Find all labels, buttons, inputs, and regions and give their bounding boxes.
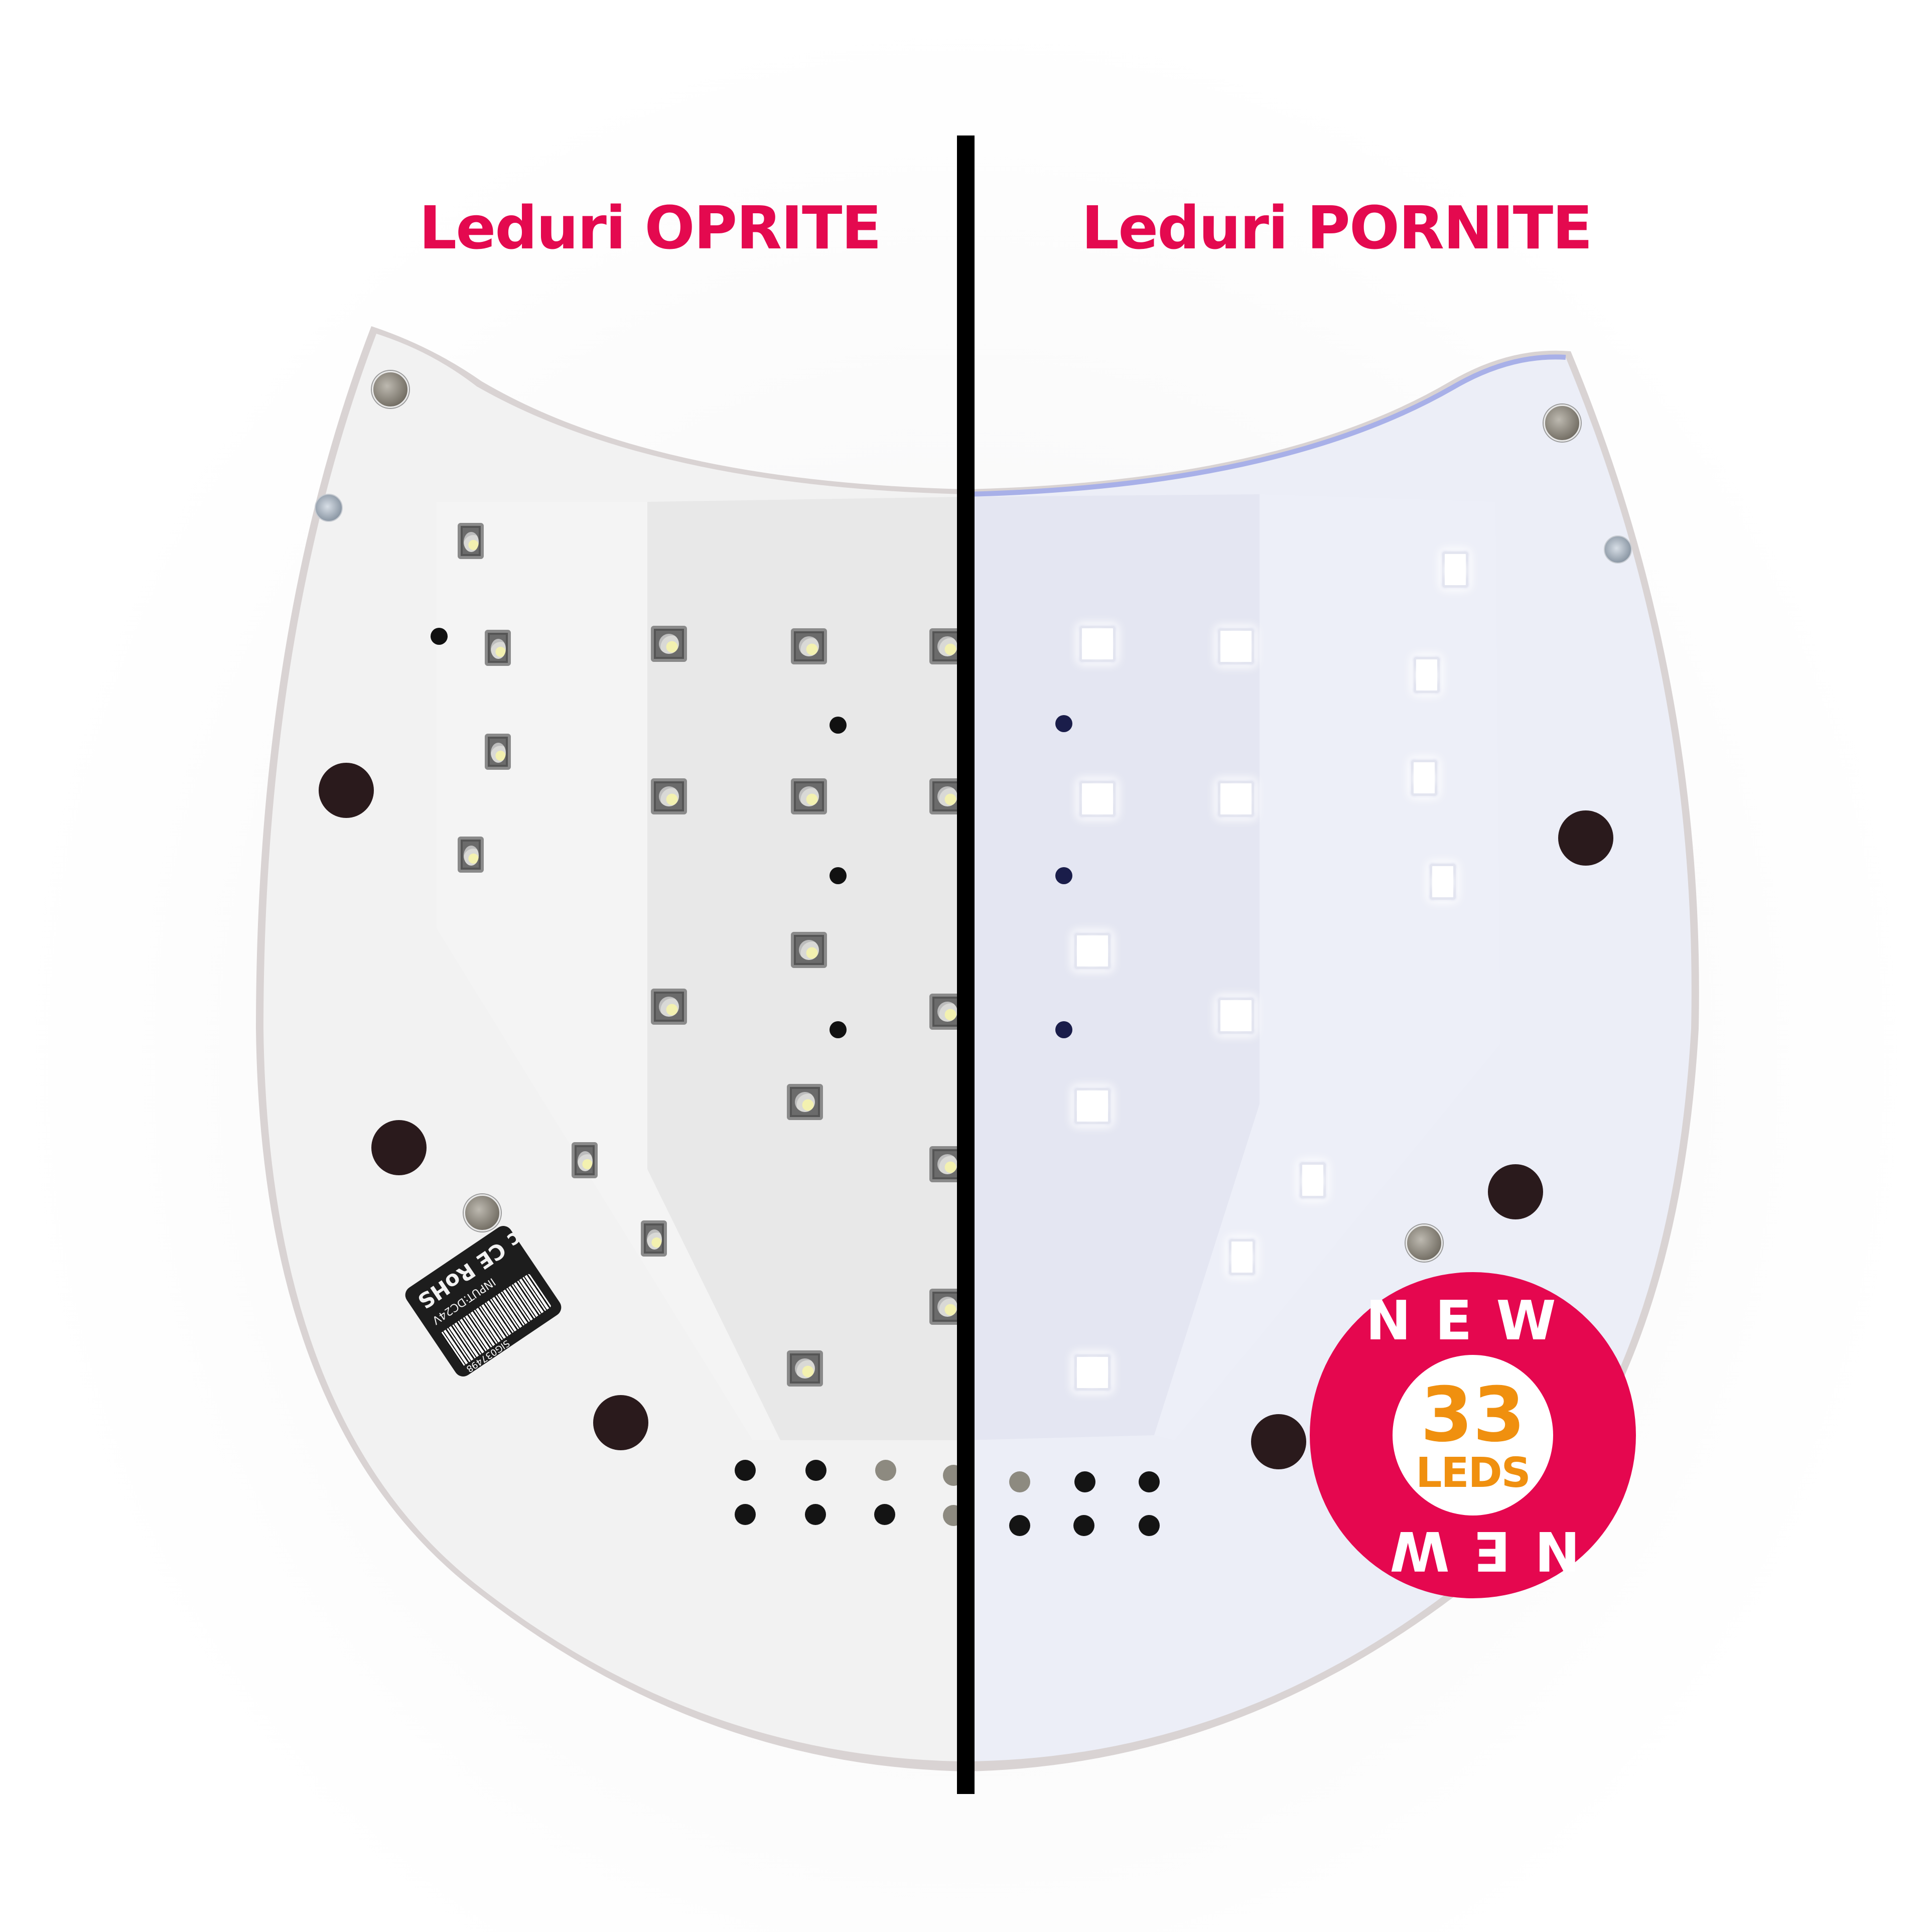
magnet-icon [372,371,409,408]
led-lit [1411,760,1437,796]
led-lit [1430,864,1456,900]
led-unlit [791,628,827,664]
magnet-icon [1544,404,1581,442]
led-unlit [651,626,687,662]
vent-hole [874,1504,895,1525]
vent-hole [735,1504,756,1525]
led-lit [1218,628,1254,664]
led-lit [1074,1354,1111,1391]
led-unlit [791,932,827,968]
mounting-hole [371,1120,427,1175]
led-lit [1074,933,1111,969]
led-unlit [791,778,827,814]
mounting-hole [319,763,374,818]
led-unlit [458,523,484,559]
led-unlit [787,1350,823,1387]
screw-icon [1604,535,1632,564]
led-unlit [572,1142,598,1178]
led-unlit [485,734,511,770]
vent-hole [1139,1471,1160,1492]
magnet-icon [464,1194,501,1231]
led-unlit [485,630,511,666]
vent-hole [1009,1515,1030,1536]
sensor-dot [1055,1021,1072,1038]
vent-hole [875,1460,896,1481]
badge-center: 33 LEDS [1393,1355,1553,1515]
mounting-hole [1558,810,1613,866]
mounting-hole [1488,1164,1543,1219]
led-unlit [641,1220,667,1257]
led-unlit [651,778,687,814]
vent-hole [1009,1471,1030,1492]
sensor-dot [830,867,847,884]
sensor-dot [431,628,448,645]
vent-hole [1139,1515,1160,1536]
badge-led-count: 33 [1420,1371,1526,1459]
sensor-dot [830,1021,847,1038]
new-33-leds-badge: NEW 33 LEDS NEW [1310,1272,1636,1598]
led-lit [1229,1239,1255,1275]
badge-ring-bottom-text: NEW [1365,1519,1580,1582]
title-leds-on: Leduri PORNITE [1081,193,1593,262]
vent-hole [1074,1471,1095,1492]
led-lit [1074,1088,1111,1124]
vent-hole [735,1460,756,1481]
led-lit [1218,781,1254,817]
mounting-hole [593,1395,648,1450]
mounting-hole [1251,1414,1306,1469]
sensor-dot [1055,867,1072,884]
title-leds-off: Leduri OPRITE [419,193,882,262]
led-lit [1079,626,1116,662]
led-lit [1079,781,1116,817]
split-divider [957,135,975,1794]
led-unlit [651,989,687,1025]
vent-hole [1073,1515,1094,1536]
led-lit [1442,551,1468,588]
led-unlit [458,837,484,873]
led-unlit [929,1289,965,1325]
led-lit [1300,1162,1326,1198]
vent-hole [805,1460,826,1481]
screw-icon [315,494,343,522]
led-unlit [787,1084,823,1120]
badge-ring-top-text: NEW [1365,1290,1580,1352]
sensor-dot [1055,715,1072,732]
led-lit [1218,998,1254,1034]
badge-led-unit: LEDS [1416,1449,1531,1497]
magnet-icon [1406,1224,1443,1262]
led-lit [1414,657,1440,693]
vent-hole [805,1504,826,1525]
sensor-dot [830,717,847,734]
